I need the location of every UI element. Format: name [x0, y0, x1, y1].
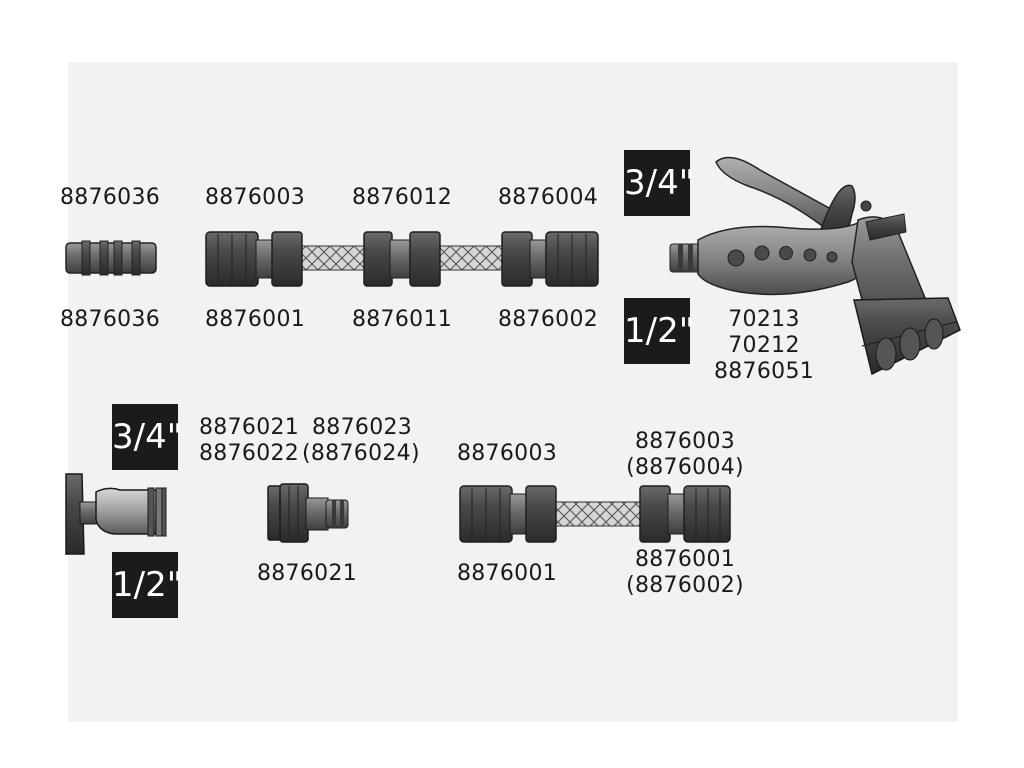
label-hose2-right-top-2: (8876004) — [626, 455, 744, 480]
size-badge-half-tap: 1/2" — [112, 552, 182, 618]
size-badge-three-quarter-nozzle: 3/4" — [624, 150, 694, 216]
label-nozzle-1: 70213 — [728, 307, 800, 332]
label-tap-adapter-2a: 8876023 — [312, 415, 413, 440]
hose-assembly-bottom — [459, 485, 731, 543]
spray-gun-part — [669, 156, 961, 376]
label-tap-adapter-2b: (8876024) — [302, 441, 420, 466]
size-badge-three-quarter-tap: 3/4" — [112, 404, 182, 470]
label-tap-adapter-1a: 8876021 — [199, 415, 300, 440]
tap-adapter-part — [267, 483, 349, 543]
label-hose1-left-bottom: 8876001 — [204, 307, 306, 332]
label-hose2-left-bottom: 8876001 — [456, 561, 558, 586]
label-nozzle-3: 8876051 — [713, 359, 815, 384]
label-hose1-mid-bottom: 8876011 — [351, 307, 453, 332]
label-hose1-mid-top: 8876012 — [351, 185, 453, 210]
label-coupler-top: 8876036 — [59, 185, 161, 210]
label-hose1-right-bottom: 8876002 — [497, 307, 599, 332]
label-hose2-left-top: 8876003 — [456, 441, 558, 466]
label-hose1-left-top: 8876003 — [204, 185, 306, 210]
hose-coupler-part — [65, 240, 157, 276]
diagram-background — [68, 62, 958, 722]
hose-assembly-top — [205, 231, 599, 287]
label-hose1-right-top: 8876004 — [497, 185, 599, 210]
label-hose2-right-top-1: 8876003 — [634, 429, 736, 454]
label-tap-adapter-bottom: 8876021 — [256, 561, 358, 586]
label-tap-adapter-1b: 8876022 — [199, 441, 300, 466]
label-hose2-right-bottom-1: 8876001 — [634, 547, 736, 572]
label-hose2-right-bottom-2: (8876002) — [626, 573, 744, 598]
label-coupler-bottom: 8876036 — [59, 307, 161, 332]
tap-part — [65, 473, 167, 555]
label-nozzle-2: 70212 — [728, 333, 800, 358]
size-badge-half-nozzle: 1/2" — [624, 298, 694, 364]
